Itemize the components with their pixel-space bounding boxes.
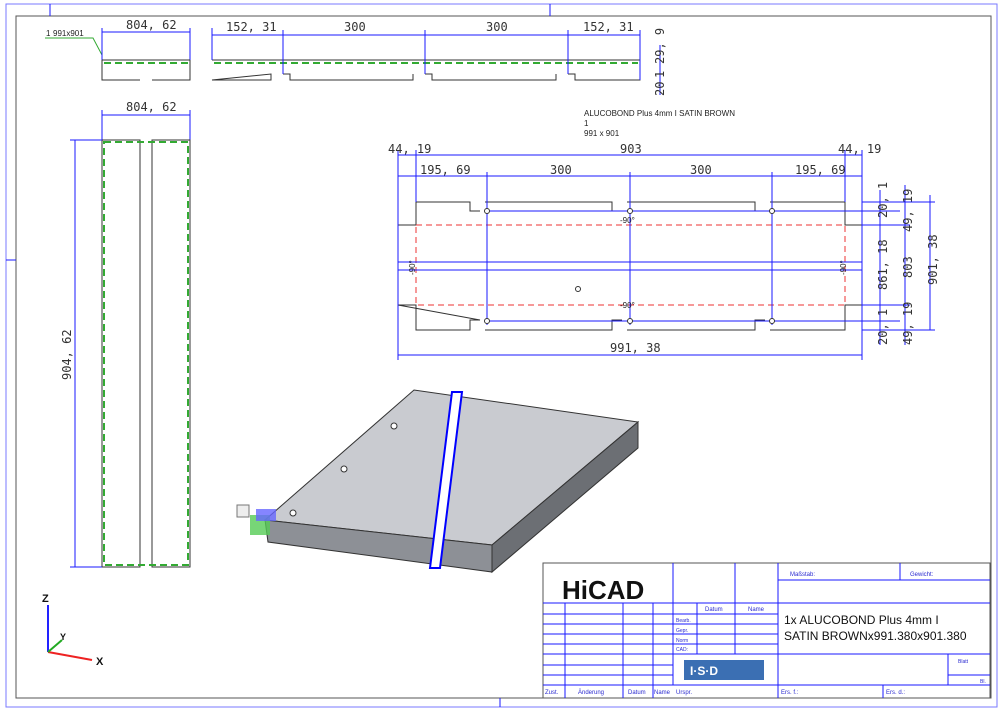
part-number: 1	[46, 29, 51, 38]
footer-label: Ers. f.:	[781, 690, 799, 696]
dimension-label: 29, 9	[653, 28, 667, 64]
dimension-label: 991, 38	[610, 341, 661, 355]
material-label: ALUCOBOND Plus 4mm I SATIN BROWN	[584, 109, 735, 118]
sheet-label: Blatt	[958, 659, 969, 665]
dimension-label: 300	[550, 163, 572, 177]
footer-label: Ers. d.:	[886, 690, 905, 696]
dimension-label: 300	[344, 20, 366, 34]
isd-logo-text: I·S·D	[690, 664, 718, 678]
dimension-label: 903	[620, 142, 642, 156]
weight-label: Gewicht:	[910, 572, 934, 578]
isd-logo	[684, 660, 764, 680]
bend-angle: -90°	[839, 260, 848, 275]
footer-label: Änderung	[578, 689, 604, 696]
cut-line	[428, 391, 464, 569]
row-label: Bearb.	[676, 618, 691, 624]
title-block: HiCAD I·S·D Maßstab: Gewicht: Datum Name…	[542, 562, 991, 699]
dimension-label: 904, 62	[60, 329, 74, 380]
sheet-sub-label: Bl.	[980, 679, 986, 685]
dimension-label: 20	[653, 82, 667, 96]
view-cube-top[interactable]	[256, 509, 276, 521]
footer-label: Name	[654, 690, 671, 696]
dimension-label: 300	[486, 20, 508, 34]
dimension-label: 861, 18	[876, 239, 890, 290]
row-label: CAD:	[676, 647, 688, 653]
hicad-logo: HiCAD	[562, 575, 644, 605]
dimension-label: 152, 31	[226, 20, 277, 34]
quantity-label: 1	[584, 119, 589, 128]
size-label: 991 x 901	[584, 129, 620, 138]
coordinate-axes-icon: Z X Y	[42, 593, 104, 668]
dimension-label: 1	[653, 71, 667, 78]
dimension-label: 44, 19	[838, 142, 881, 156]
footer-label: Datum	[628, 690, 646, 696]
flat-pattern-view[interactable]: ALUCOBOND Plus 4mm I SATIN BROWN 1 991 x…	[388, 109, 940, 360]
dimension-label: 804, 62	[126, 100, 177, 114]
dimension-label: 152, 31	[583, 20, 634, 34]
bend-angle: -90°	[620, 216, 635, 225]
y-axis-label: Y	[60, 632, 66, 642]
outer-frame	[5, 3, 998, 708]
dimension-label: 44, 19	[388, 142, 431, 156]
date-header: Datum	[705, 607, 723, 613]
iso-3d-view[interactable]	[236, 389, 640, 574]
bend-angle: -90°	[620, 301, 635, 310]
row-label: Norm	[676, 638, 688, 644]
drawing-title-line1: 1x ALUCOBOND Plus 4mm I	[784, 613, 939, 627]
row-label: Gepr.	[676, 628, 688, 634]
dimension-label: 804, 62	[126, 18, 177, 32]
dimension-label: 300	[690, 163, 712, 177]
name-header: Name	[748, 607, 765, 613]
part-size: 991x901	[53, 29, 84, 38]
drawing-title-line2: SATIN BROWNx991.380x901.380	[784, 629, 967, 643]
dimension-label: 20, 1	[876, 309, 890, 345]
x-axis-label: X	[96, 656, 104, 668]
dimension-label: 803	[901, 256, 915, 278]
scale-label: Maßstab:	[790, 572, 815, 578]
dimension-label: 901, 38	[926, 234, 940, 285]
dimension-label: 195, 69	[420, 163, 471, 177]
z-axis-label: Z	[42, 593, 49, 605]
top-strip-view[interactable]: 1 991x901 804, 62 152, 31 300 300 152, 3…	[45, 18, 667, 96]
dimension-label: 49, 19	[901, 302, 915, 345]
dimension-label: 49, 19	[901, 189, 915, 232]
dimension-label: 20, 1	[876, 182, 890, 218]
bend-angle: -90°	[408, 260, 417, 275]
dimension-label: 195, 69	[795, 163, 846, 177]
inner-frame	[15, 15, 992, 699]
pencil-icon[interactable]	[236, 504, 250, 518]
side-view[interactable]: 804, 62 904, 62	[60, 100, 191, 568]
footer-label: Zust.	[545, 690, 559, 696]
footer-label: Urspr.	[676, 690, 692, 696]
